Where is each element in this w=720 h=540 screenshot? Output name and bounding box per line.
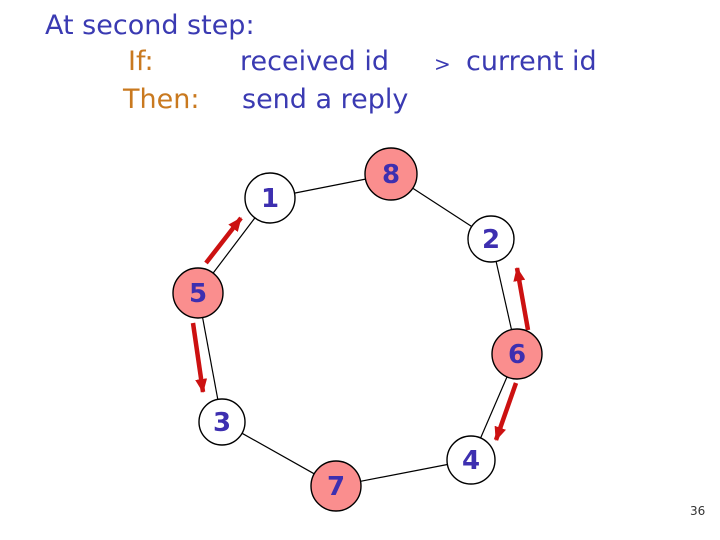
node-label: 3 [213, 408, 231, 438]
then-label: Then: [123, 84, 200, 115]
ring-edge [241, 432, 315, 475]
comparator-symbol: > [434, 52, 451, 76]
ring-edge [480, 376, 508, 439]
reply-arrow [204, 216, 243, 265]
reply-arrow [513, 267, 531, 331]
node-label: 2 [482, 225, 500, 255]
ring-edge [412, 187, 473, 228]
ring-node [172, 267, 224, 319]
if-value: current id [466, 46, 597, 77]
node-label: 7 [327, 472, 345, 502]
node-label: 5 [189, 279, 207, 309]
ring-edge [212, 217, 256, 274]
ring-node [198, 398, 246, 446]
ring-node [491, 328, 543, 380]
ring-edge [294, 178, 366, 194]
if-label: If: [128, 46, 154, 77]
node-label: 8 [382, 160, 400, 190]
ring-node [364, 147, 418, 201]
then-action: send a reply [242, 84, 409, 115]
reply-arrow [493, 382, 519, 441]
ring-edge [202, 317, 219, 400]
ring-edge [360, 463, 448, 482]
ring-edge [495, 261, 513, 330]
ring-node [244, 172, 296, 224]
ring-node [446, 435, 496, 485]
ring-node [467, 215, 515, 263]
page-number: 36 [690, 504, 706, 518]
ring-node [310, 460, 362, 512]
node-label: 1 [261, 184, 279, 214]
slide-heading: At second step: [45, 10, 255, 41]
node-label: 4 [462, 446, 480, 476]
if-condition: received id [240, 46, 390, 77]
node-label: 6 [508, 340, 526, 370]
reply-arrow [190, 322, 208, 393]
